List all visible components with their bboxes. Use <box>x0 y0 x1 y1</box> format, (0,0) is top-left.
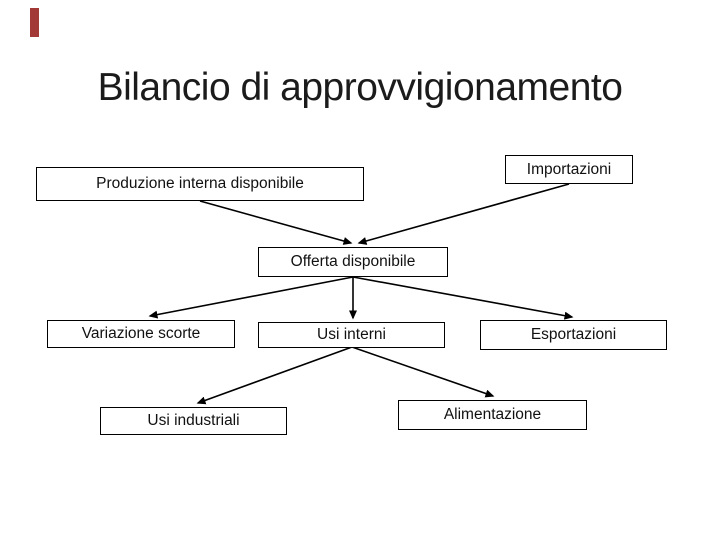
node-label: Importazioni <box>526 160 612 178</box>
edge-usi-interni-alimentazione <box>351 346 495 398</box>
edge-offerta-esportazioni <box>352 276 574 320</box>
node-label: Variazione scorte <box>81 325 201 342</box>
node-label: Usi interni <box>317 326 386 343</box>
edge-offerta-variazione <box>148 276 354 319</box>
node-usi-interni: Usi interni <box>258 322 445 348</box>
edge-importazioni-offerta <box>357 183 570 245</box>
node-usi-industriali: Usi industriali <box>100 407 287 435</box>
node-importazioni: Importazioni <box>505 155 633 184</box>
node-alimentazione: Alimentazione <box>398 400 587 430</box>
node-label: Usi industriali <box>147 412 240 429</box>
page-title: Bilancio di approvvigionamento <box>97 66 623 110</box>
node-esportazioni: Esportazioni <box>480 320 667 350</box>
node-label: Alimentazione <box>443 406 542 423</box>
edge-produzione-offerta <box>199 200 353 245</box>
node-label: Produzione interna disponibile <box>96 175 304 192</box>
node-variazione-scorte: Variazione scorte <box>47 320 235 348</box>
node-label: Offerta disponibile <box>290 253 416 270</box>
edge-usi-interni-usi-industriali <box>196 346 353 405</box>
node-offerta-disponibile: Offerta disponibile <box>258 247 448 277</box>
accent-bar-icon <box>30 8 39 37</box>
node-produzione-interna-disponibile: Produzione interna disponibile <box>36 167 364 201</box>
node-label: Esportazioni <box>530 326 617 343</box>
